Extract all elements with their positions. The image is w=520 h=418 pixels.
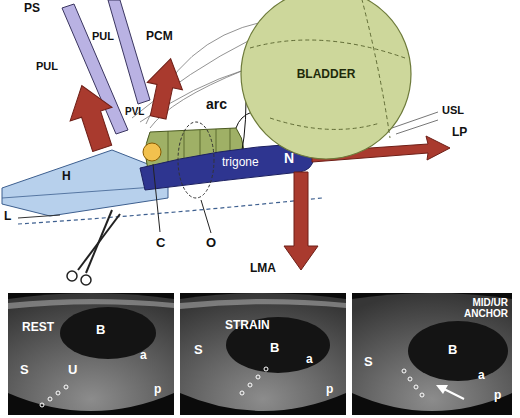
part-label: arc xyxy=(206,96,227,112)
label-text: REST xyxy=(22,321,54,335)
part-label: PVL xyxy=(125,106,144,118)
label-text: a xyxy=(478,369,485,383)
label-text: p xyxy=(154,383,161,397)
part-label: PUL xyxy=(36,60,58,73)
part-label: PS xyxy=(24,2,40,16)
label-text: BLADDER xyxy=(297,68,356,82)
label-text: a xyxy=(140,349,147,363)
part-label: PUL xyxy=(92,30,114,43)
part-label: USL xyxy=(442,104,464,117)
ultrasound-image xyxy=(180,293,346,415)
bladder-shape: BLADDER xyxy=(240,0,412,160)
label-text: S xyxy=(364,355,373,370)
label-text: p xyxy=(494,389,501,403)
part-label: LMA xyxy=(250,262,276,276)
label-text: B xyxy=(448,343,457,358)
label-text: S xyxy=(20,363,29,378)
label-text: B xyxy=(270,341,279,356)
label-text: S xyxy=(194,343,203,358)
part-label: C xyxy=(156,236,165,251)
ultrasound-panel: REST B S Ua p xyxy=(8,293,174,415)
part-label: PCM xyxy=(146,30,173,44)
part-label: H xyxy=(62,170,71,184)
label-text: B xyxy=(96,323,105,338)
part-label: O xyxy=(206,236,216,251)
label-text: a xyxy=(306,353,313,367)
label-text: STRAIN xyxy=(225,319,270,333)
ultrasound-panel: STRAIN S Ba p xyxy=(180,293,346,415)
part-label: trigone xyxy=(222,156,259,170)
part-label: N xyxy=(284,150,294,166)
ultrasound-panel: MID/UR ANCHOR B Sap xyxy=(352,293,512,415)
part-label: L xyxy=(4,210,11,224)
part-label: LP xyxy=(452,126,467,140)
ultrasound-image xyxy=(8,293,174,415)
label-text: MID/UR ANCHOR xyxy=(448,297,508,319)
label-text: U xyxy=(68,363,77,378)
label-text: p xyxy=(326,383,333,397)
